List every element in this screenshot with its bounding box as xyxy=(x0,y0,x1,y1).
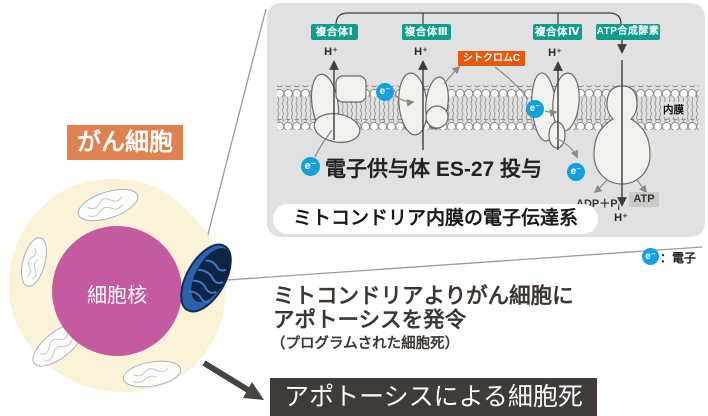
pi-subscript: i xyxy=(617,203,620,213)
electron-icon: e⁻ xyxy=(526,100,544,118)
electron-legend-label: ：電子 xyxy=(660,251,697,265)
annotation-line2: アポトーシスを発令 xyxy=(273,308,467,332)
h-plus-label: H⁺ xyxy=(414,46,428,58)
h-plus-label: H⁺ xyxy=(548,47,562,59)
complex-1-badge: 複合体Ⅰ xyxy=(311,24,358,40)
annotation-line1: ミトコンドリアよりがん細胞に xyxy=(273,284,574,308)
electron-icon: e⁻ xyxy=(567,163,585,181)
complex-3-badge: 複合体Ⅲ xyxy=(402,24,451,40)
cytochrome-c-badge: シトクロムC xyxy=(458,51,525,66)
atp-synthase-badge: ATP合成酵素 xyxy=(596,24,660,40)
inner-membrane-label: 内膜 xyxy=(662,102,685,117)
electron-icon: e⁻ xyxy=(376,83,394,101)
nucleus-label: 細胞核 xyxy=(87,285,147,307)
atp-label: ATP xyxy=(629,192,659,207)
apoptosis-result-box: アポトーシスによる細胞死 xyxy=(270,378,597,416)
electron-icon: e⁻ xyxy=(301,157,320,176)
cancer-cell-label: がん細胞 xyxy=(67,125,183,160)
annotation-line3: （プログラムされた細胞死） xyxy=(271,336,460,352)
es27-donor-label: 電子供与体 ES-27 投与 xyxy=(325,158,543,181)
highlighted-mitochondrion xyxy=(180,243,232,313)
panel-caption: ミトコンドリア内膜の電子伝達系 xyxy=(273,204,598,234)
apoptosis-arrow xyxy=(202,360,264,400)
complex-4-badge: 複合体Ⅳ xyxy=(533,24,582,40)
h-plus-label: H⁺ xyxy=(324,46,338,58)
electron-icon: e⁻ xyxy=(642,248,659,265)
h-plus-label: H⁺ xyxy=(614,212,628,224)
